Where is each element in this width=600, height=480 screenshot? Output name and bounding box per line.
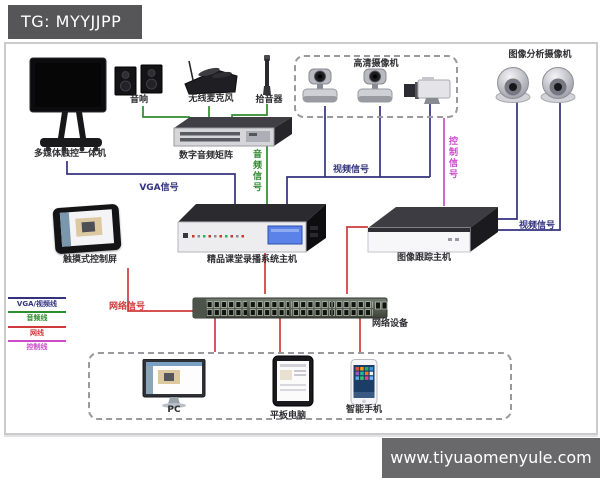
speakers-device bbox=[114, 64, 163, 96]
audio-matrix-device bbox=[173, 117, 292, 147]
touch-control-panel-device bbox=[52, 203, 122, 255]
watermark-top-bar: TG: MYYJJPP bbox=[8, 5, 142, 39]
ptz-camera-icon bbox=[357, 68, 393, 103]
label-recording-host: 精品课堂录播系统主机 bbox=[206, 255, 297, 265]
dome-camera-icon bbox=[540, 67, 576, 103]
label-video-signal-2: 视频信号 bbox=[518, 221, 555, 231]
label-touch-panel: 触摸式控制屏 bbox=[62, 255, 117, 265]
label-tablet: 平板电脑 bbox=[269, 411, 306, 421]
label-wireless-mic: 无线麦克风 bbox=[188, 94, 234, 104]
client-group-box bbox=[88, 352, 512, 420]
label-control-signal: 控制信号 bbox=[447, 136, 457, 180]
label-audio-signal: 音频信号 bbox=[251, 149, 261, 193]
label-network-signal: 网络信号 bbox=[108, 302, 145, 312]
smartphone-device bbox=[350, 359, 378, 405]
legend-item-network: 网线 bbox=[8, 325, 66, 337]
recording-host-device bbox=[177, 204, 326, 253]
label-analysis-cameras: 图像分析摄像机 bbox=[508, 50, 572, 60]
legend-line-control bbox=[8, 340, 66, 343]
pc-device bbox=[142, 359, 206, 408]
label-tracking-host: 图像跟踪主机 bbox=[396, 253, 451, 263]
pickup-mic-device bbox=[263, 55, 271, 95]
legend-line-audio bbox=[8, 311, 66, 314]
label-smartphone: 智能手机 bbox=[345, 405, 382, 415]
touch-display-device bbox=[29, 57, 107, 152]
hd-camera-group-box bbox=[294, 55, 458, 118]
dome-camera-icon bbox=[495, 67, 531, 103]
legend-item-audio: 音频线 bbox=[8, 311, 66, 322]
tablet-device bbox=[272, 355, 314, 407]
legend-item-vga: VGA/视频线 bbox=[8, 297, 66, 308]
label-hd-cameras: 高清摄像机 bbox=[353, 59, 399, 69]
diagram-frame bbox=[4, 42, 598, 435]
network-switch-device bbox=[192, 297, 388, 319]
watermark-bottom-bar: www.tiyuaomenyule.com bbox=[382, 438, 600, 478]
touch-panel-preview bbox=[75, 216, 103, 237]
label-audio-matrix: 数字音频矩阵 bbox=[178, 151, 233, 161]
ptz-camera-icon bbox=[302, 68, 338, 103]
legend-item-control: 控制线 bbox=[8, 340, 66, 351]
label-network-device: 网络设备 bbox=[371, 319, 408, 329]
tracking-host-device bbox=[367, 207, 498, 253]
box-camera-icon bbox=[404, 77, 451, 104]
cable-legend: VGA/视频线 音频线 网线 控制线 bbox=[8, 297, 66, 355]
label-all-in-one: 多媒体触控一体机 bbox=[33, 149, 106, 159]
label-vga-signal: VGA信号 bbox=[139, 183, 179, 193]
legend-line-vga bbox=[8, 297, 66, 299]
label-pickup: 拾音器 bbox=[255, 95, 283, 105]
wireless-mic-device bbox=[184, 60, 238, 95]
legend-line-network bbox=[8, 325, 66, 328]
label-speakers: 音响 bbox=[129, 95, 148, 105]
label-pc: PC bbox=[167, 405, 181, 415]
label-video-signal: 视频信号 bbox=[332, 165, 369, 175]
